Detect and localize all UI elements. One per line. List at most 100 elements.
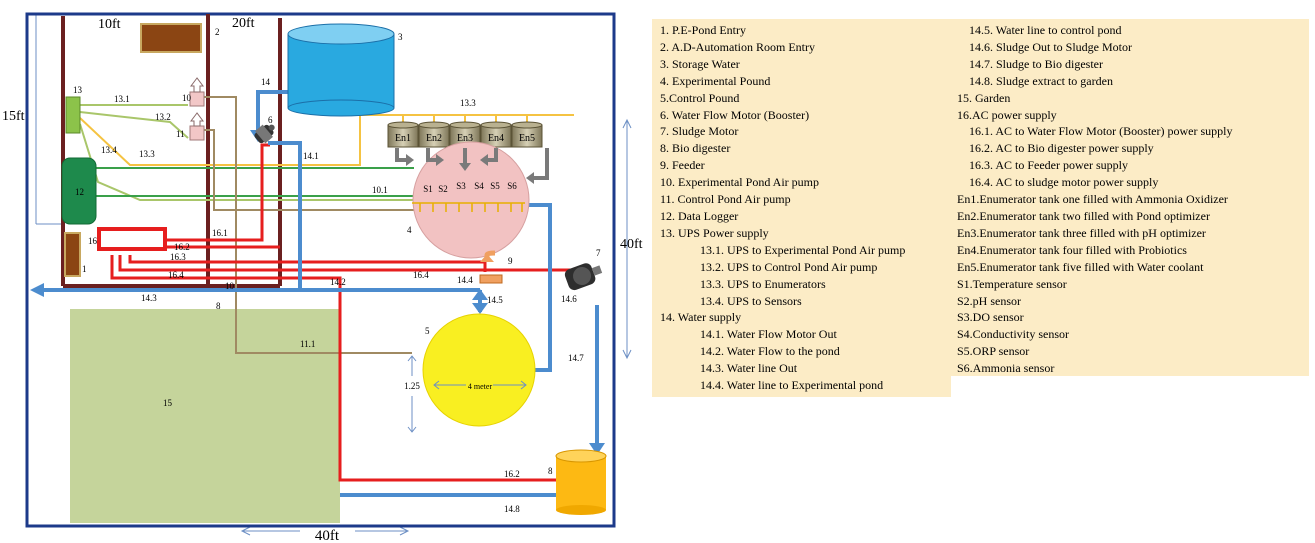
legend-item: 15. Garden (957, 90, 1011, 105)
legend-item: 12. Data Logger (660, 208, 739, 223)
label-12: 12 (75, 187, 84, 197)
datalogger-sensor-lines (96, 167, 414, 197)
enumerator-tanks (387, 121, 543, 148)
dimension-40ft-right: 40ft (620, 237, 643, 252)
label-16-4-right: 16.4 (413, 270, 429, 280)
garden (70, 309, 340, 523)
experimental-pond-air-pump (189, 91, 205, 107)
pond-entry (64, 232, 81, 277)
label-10: 10 (225, 281, 235, 291)
label-4: 4 (407, 225, 412, 235)
sensor-label-s3: S3 (456, 181, 466, 191)
legend-item: 13.4. UPS to Sensors (700, 293, 802, 308)
legend-item: 3. Storage Water (660, 56, 740, 71)
dimension-lines (35, 13, 632, 536)
control-pond (422, 313, 536, 427)
legend-item: 14. Water supply (660, 310, 742, 325)
ups-power-supply (65, 96, 81, 134)
label-14-1: 14.1 (303, 151, 319, 161)
legend-item: S6.Ammonia sensor (957, 361, 1055, 376)
dosing-arrows (395, 148, 549, 180)
legend-item: 16.3. AC to Feeder power supply (969, 158, 1128, 173)
dimension-pond-diameter: 4 meter (468, 382, 493, 391)
label-13: 13 (73, 85, 83, 95)
label-14-6: 14.6 (561, 294, 577, 304)
pond-dimension-lines (407, 355, 527, 433)
label-16-2-bottom: 16.2 (504, 469, 520, 479)
bio-digester (555, 449, 607, 515)
ac-power-supply (97, 227, 167, 251)
label-14-3: 14.3 (141, 293, 157, 303)
legend-item: En2.Enumerator tank two filled with Pond… (957, 208, 1210, 223)
automation-room-walls (61, 14, 282, 288)
legend-item: S5.ORP sensor (957, 344, 1030, 359)
label-10: 10 (182, 93, 192, 103)
legend-item: 8. Bio digester (660, 141, 731, 156)
label-8: 8 (216, 301, 221, 311)
legend-item: 2. A.D-Automation Room Entry (660, 39, 815, 54)
legend-item: 14.5. Water line to control pond (969, 23, 1122, 37)
pond-layout-diagram: En1 En2 En3 En4 En5 S1 S2 S3 S4 S5 S6 (2, 12, 643, 543)
legend-item: 14.2. Water Flow to the pond (700, 344, 840, 359)
label-14: 14 (261, 77, 271, 87)
label-16-2: 16.2 (174, 242, 190, 252)
sensor-probes (412, 202, 525, 212)
label-8: 8 (548, 466, 553, 476)
label-15: 15 (163, 398, 173, 408)
label-13-4: 13.4 (101, 145, 117, 155)
label-14-8: 14.8 (504, 504, 520, 514)
label-11-1: 11.1 (300, 339, 315, 349)
line-labels: 13.1 13.2 13.3 13.3 13.4 14 14.1 14.2 14… (101, 77, 584, 514)
label-9: 9 (508, 256, 513, 266)
label-3: 3 (398, 32, 403, 42)
label-16-3: 16.3 (170, 252, 186, 262)
automation-room-entry (140, 23, 202, 53)
tank-label-en1: En1 (395, 133, 411, 144)
label-16: 16 (88, 236, 98, 246)
legend-item: 16.AC power supply (957, 107, 1057, 122)
legend-item: S4.Conductivity sensor (957, 327, 1070, 342)
legend-item: 13.2. UPS to Control Pond Air pump (700, 259, 878, 274)
sensor-label-s5: S5 (490, 181, 500, 191)
sensor-label-s6: S6 (507, 181, 517, 191)
sludge-motor-icon (564, 263, 603, 291)
legend-item: 14.1. Water Flow Motor Out (700, 327, 837, 342)
legend-item: En1.Enumerator tank one filled with Ammo… (957, 192, 1228, 207)
legend-item: 10. Experimental Pond Air pump (660, 175, 819, 190)
air-pump-lines (200, 96, 420, 354)
legend-item: S2.pH sensor (957, 293, 1022, 308)
data-logger (61, 157, 97, 225)
label-16-4: 16.4 (168, 270, 184, 280)
label-13-1: 13.1 (114, 94, 130, 104)
water-flow-motor-icon (254, 124, 275, 144)
dosing-arrowheads (406, 154, 534, 184)
label-13-3: 13.3 (139, 149, 155, 159)
feeder (479, 250, 503, 284)
sensor-label-s1: S1 (423, 184, 433, 194)
legend-item: S1.Temperature sensor (957, 276, 1067, 291)
legend-item: 14.7. Sludge to Bio digester (969, 56, 1103, 71)
legend-column-2: 14.5. Water line to control pond 14.6. Sl… (951, 19, 1309, 376)
ups-power-lines (79, 104, 574, 201)
legend-item: 14.6. Sludge Out to Sludge Motor (969, 39, 1133, 54)
dimension-15ft: 15ft (2, 109, 25, 124)
legend-item: En5.Enumerator tank five filled with Wat… (957, 259, 1204, 274)
sensor-label-s4: S4 (474, 181, 484, 191)
label-2: 2 (215, 27, 220, 37)
label-14-5: 14.5 (487, 295, 503, 305)
tank-label-en5: En5 (519, 133, 535, 144)
component-numbers: 2 3 4 5 6 7 8 9 10 11 12 13 1 15 16 (73, 27, 601, 476)
label-11: 11 (176, 129, 185, 139)
legend-item: En3.Enumerator tank three filled with pH… (957, 225, 1206, 240)
legend-item: 13.3. UPS to Enumerators (700, 276, 826, 291)
legend-item: 14.8. Sludge extract to garden (969, 73, 1113, 88)
dimension-10ft: 10ft (98, 17, 121, 32)
legend-item: 7. Sludge Motor (660, 124, 739, 139)
dimension-40ft-bottom: 40ft (315, 528, 340, 543)
legend-item: 4. Experimental Pound (660, 73, 771, 88)
dimension-pond-depth: 1.25 (404, 381, 420, 391)
label-14-7: 14.7 (568, 353, 584, 363)
legend-item: En4.Enumerator tank four filled with Pro… (957, 242, 1187, 257)
legend-item: 16.1. AC to Water Flow Motor (Booster) p… (969, 124, 1233, 139)
